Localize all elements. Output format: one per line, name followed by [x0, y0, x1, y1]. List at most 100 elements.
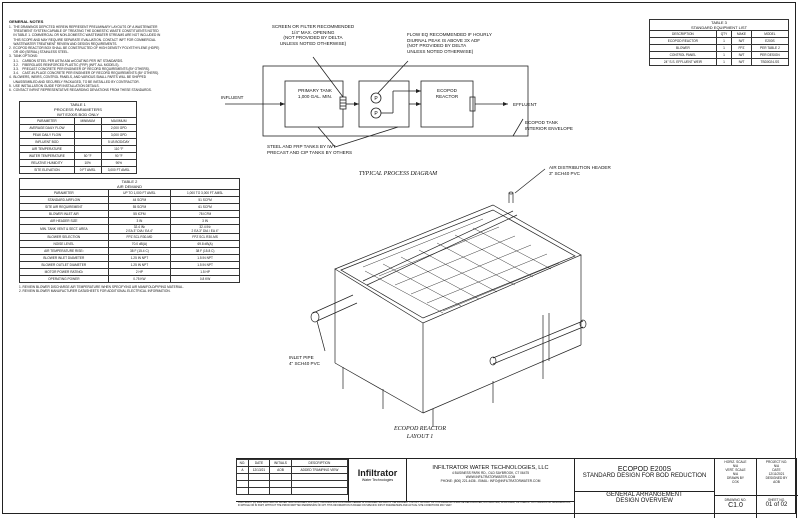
revision-row-empty — [236, 473, 349, 481]
general-note-line: IN TABLE 1. COMMERCIAL OR NON-DOMESTIC W… — [9, 33, 161, 38]
general-note-line: UNASSEMBLED AND SECURELY PACKAGED, TO BE… — [9, 79, 140, 84]
table2-cell: 51 SCFM — [170, 196, 240, 204]
table2-cell: 61 SCFM — [170, 203, 240, 211]
table3-cell: CONTROL PANEL — [649, 51, 717, 59]
table2-cell: STANDARD AIRFLOW — [19, 196, 109, 204]
table1-cell: WATER TEMPERATURE — [19, 152, 75, 160]
table2-column-header: UP TO 1,000 FT AMSL — [107, 189, 172, 197]
general-note-line: 4. BLOWERS, WEIRS, CONTROL PANELS, AND V… — [9, 75, 147, 80]
table1-cell: PEAK DAILY FLOW — [19, 131, 75, 139]
general-note-line: 6. CONTACT INFINT REPRESENTATIVE REGARDI… — [9, 88, 152, 93]
drawing-subtitle-1: GENERAL ARRANGEMENT — [606, 492, 683, 498]
table1-cell: RELATIVE HUMIDITY — [19, 159, 75, 167]
table2-cell: 44 SCFM — [107, 196, 172, 204]
general-note-line: 3.1. CARBON STEEL PER ASTM A36 w/COATING… — [9, 58, 124, 63]
general-notes: GENERAL NOTES 1. THE DRAWINGS DEPICTED H… — [9, 19, 231, 92]
table3-cell: IWT — [731, 58, 752, 66]
general-note-line: OR 400 (SERIAL) STAINLESS STEEL. — [9, 50, 69, 55]
table2-cell: 78 ICFM — [170, 210, 240, 218]
revision-column-header: INITIALS — [269, 459, 292, 467]
designed-by: AOB — [773, 480, 780, 484]
copyright-notice: COPYRIGHT (C) 2022 INFILTRATOR WATER TEC… — [238, 502, 571, 507]
general-note-line: TREATMENT SYSTEM CAPABLE OF TREATING THE… — [9, 29, 159, 34]
table2-cell: 0.8 KW — [170, 275, 240, 283]
table1-cell: 2,000 GPD — [100, 124, 138, 132]
table2-cell: 3 IN — [170, 217, 240, 225]
revision-cell: AOB — [269, 466, 292, 474]
revision-cell: 12/13/21 — [247, 466, 271, 474]
table3-cell: IWT — [731, 51, 752, 59]
table1-cell: 3,000 GPD — [100, 131, 138, 139]
table2-column-header: 1,000 TO 3,000 FT AMSL — [170, 189, 240, 197]
table1-cell — [73, 138, 102, 146]
table2-cell: SITE AIR REQUIREMENT — [19, 203, 109, 211]
company-name: INFILTRATOR WATER TECHNOLOGIES, LLC — [432, 465, 549, 471]
process-diagram-caption: TYPICAL PROCESS DIAGRAM — [358, 171, 438, 177]
table1-cell — [73, 145, 102, 153]
flow-eq-note: FLOW EQ RECOMMENDED IF HOURLY DIURNAL PE… — [407, 32, 492, 54]
table1-row: PEAK DAILY FLOW 3,000 GPD — [19, 131, 138, 139]
table2-cell: OPERATING POWER — [19, 275, 109, 283]
table2-cell: 38 F (15.8 C) — [170, 247, 240, 255]
table3-column-header: MODEL — [750, 30, 790, 38]
revision-cell: A — [236, 466, 249, 474]
general-note-line: 3. TANK OPTIONS: — [9, 54, 38, 59]
table2-cell: MOTOR POWER RATING² — [19, 268, 109, 276]
table3-cell: 1 — [715, 58, 733, 66]
table1-title: TABLE 1 PROCESS PARAMETERS IWT E200S BOD… — [19, 101, 137, 118]
table2-cell: 32.4 IN² 2 EA 3" DIA / EA 4" — [170, 224, 240, 234]
table2-cell: BLOWER OUTLET DIAMETER — [19, 261, 109, 269]
table2-cell: 1.5 HP — [170, 268, 240, 276]
table1-column-header: PARAMETER — [19, 117, 75, 125]
project-number: N/A — [773, 464, 780, 468]
general-note-line: 1. THE DRAWINGS DEPICTED HEREIN REPRESEN… — [9, 25, 158, 29]
table3-cell: ECOPOD REACTOR — [649, 37, 717, 45]
layout-caption: ECOPOD REACTOR LAYOUT 1 — [393, 426, 447, 440]
table1-cell: AIR TEMPERATURE — [19, 145, 75, 153]
table3-column-header: DESCRIPTION — [649, 30, 717, 38]
company-web: WWW.INFILTRATORWATER.COM — [465, 475, 516, 479]
company-block: INFILTRATOR WATER TECHNOLOGIES, LLC 4 BU… — [406, 459, 574, 501]
general-note-line: 2. ECOPOD REACTOR BOX SHALL BE CONSTRUCT… — [9, 46, 160, 51]
table1-cell: AVERAGE DAILY FLOW — [19, 124, 75, 132]
table3-cell: PER TABLE 2 — [750, 44, 790, 52]
company-address: 4 BUSINESS PARK RD., OLD SAYBROOK, CT 06… — [451, 471, 530, 475]
general-notes-header: GENERAL NOTES — [9, 19, 44, 24]
info-col-1: HORIZ. SCALE N/A VERT. SCALE N/A DRAWN B… — [714, 459, 757, 518]
air-header-label: AIR DISTRIBUTION HEADER 3" SCH40 PVC — [549, 165, 611, 176]
general-note-line: THIS SCOPE AND MAY REQUIRE SEPARATE EVAL… — [9, 37, 156, 42]
table1-cell: 10% — [73, 159, 102, 167]
table2-footnotes: 1. REVIEW BLOWER DISCHARGE AIR TEMPERATU… — [19, 285, 240, 293]
table1-cell: 90 °F — [100, 152, 138, 160]
drawing-number: C1.0 — [728, 502, 743, 509]
table3-cell: PER DESIGN — [750, 51, 790, 59]
general-note-line: 3.3. PRECAST CONCRETE PER ENGINEER OF RE… — [9, 67, 150, 72]
revision-column-header: DESCRIPTION — [290, 459, 349, 467]
revision-row-empty — [236, 480, 349, 488]
screen-note: SCREEN OR FILTER RECOMMENDED 1/4" MAX. O… — [271, 24, 355, 46]
general-note-line: WASTEWATER TREATMENT REVIEW AND DESIGN R… — [9, 41, 118, 46]
table1-cell — [73, 124, 102, 132]
info-col-2: PROJECT NO. N/A DATE 12/11/2021 DESIGNED… — [756, 459, 798, 518]
table2-cell: AIR TEMPERATURE RISE¹ — [19, 247, 109, 255]
table2-cell: BLOWER SELECTION — [19, 233, 109, 241]
table1-cell: 110 °F — [100, 145, 138, 153]
table1-column-header: MAXIMUM — [100, 117, 138, 125]
table2-cell: 38 F (15.4 C) — [107, 247, 172, 255]
pump-1-label: P — [374, 96, 378, 102]
revision-cell: ADDED TRAMPING VIEW — [290, 466, 349, 474]
table1-cell — [73, 131, 102, 139]
